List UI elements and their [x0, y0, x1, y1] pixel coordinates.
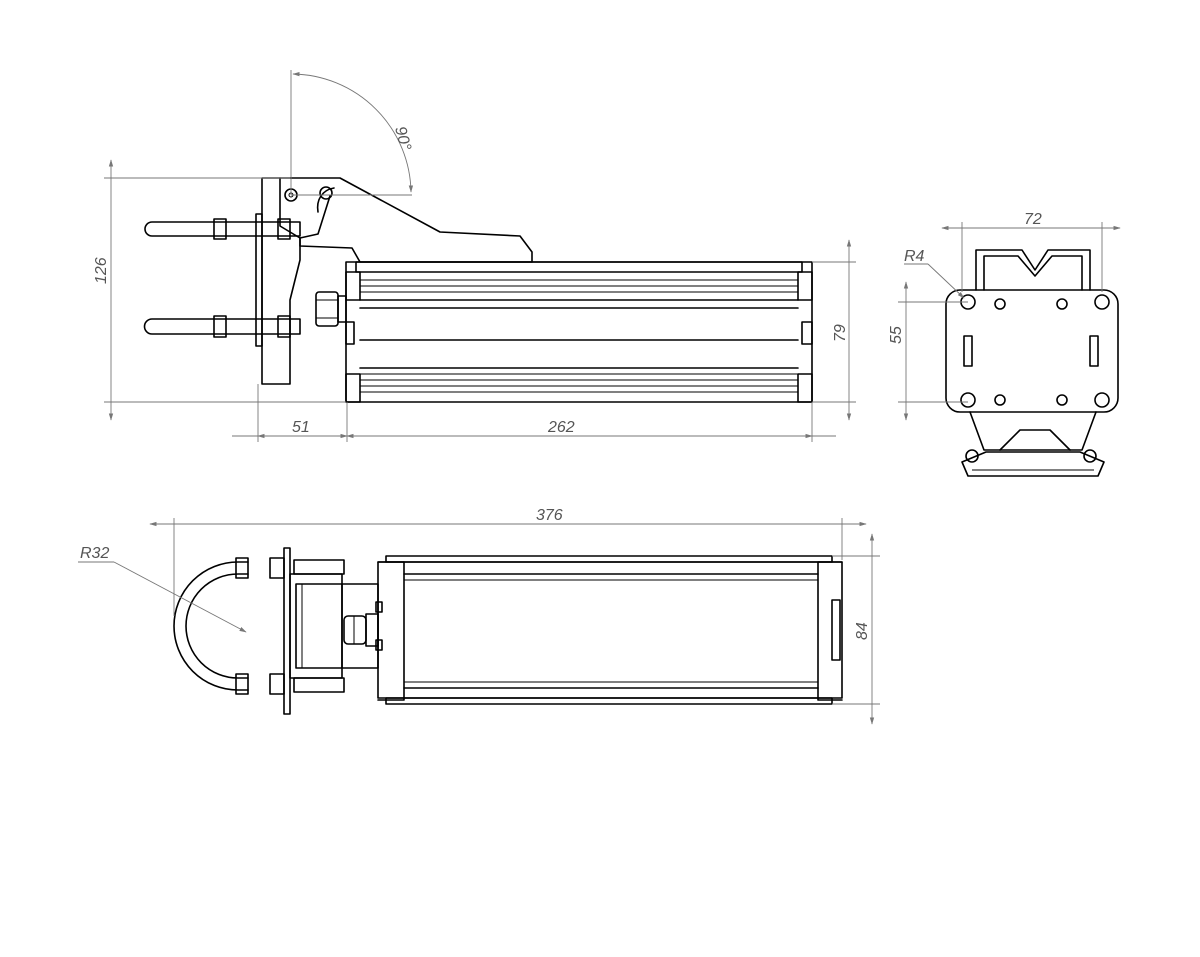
dimension-55: 55: [888, 281, 968, 421]
end-view: 72 R4 55: [888, 211, 1121, 477]
dimension-84-label: 84: [854, 622, 871, 640]
end-cap-plate: [945, 249, 1119, 477]
dimension-51-262: 51 262: [232, 384, 836, 442]
dimension-376-label: 376: [536, 507, 563, 524]
bracket-arm: [279, 177, 533, 263]
dimension-72: 72: [941, 211, 1121, 292]
radius-r32-label: R32: [80, 545, 109, 562]
luminaire-body-side: [345, 261, 813, 403]
u-bolt-rods: [143, 218, 301, 338]
angle-label: 90°: [391, 125, 414, 153]
dimension-376: 376: [149, 507, 867, 616]
angle-dimension: 90°: [290, 70, 414, 196]
top-view: 376 R32 84: [78, 507, 880, 725]
dimension-84: 84: [832, 533, 880, 725]
dimension-51-label: 51: [292, 419, 310, 436]
dimension-55-label: 55: [888, 326, 905, 344]
radius-r4-label: R4: [904, 248, 925, 265]
luminaire-body-top: [377, 555, 843, 705]
cable-gland-top: [343, 613, 379, 647]
cable-gland-side: [315, 291, 347, 327]
dimension-262-label: 262: [547, 419, 575, 436]
dimension-79-label: 79: [832, 324, 849, 342]
radius-r32: R32: [78, 545, 247, 633]
u-bolt-top: [173, 547, 291, 715]
dimension-79: 79: [812, 239, 856, 421]
bracket-top: [289, 559, 383, 693]
side-view: 90° 126 51 262 79: [93, 70, 856, 442]
radius-r4: R4: [904, 248, 965, 299]
dimension-72-label: 72: [1024, 211, 1042, 228]
dimension-126: 126: [93, 159, 346, 421]
dimension-126-label: 126: [93, 257, 110, 284]
mounting-plate: [255, 177, 301, 385]
